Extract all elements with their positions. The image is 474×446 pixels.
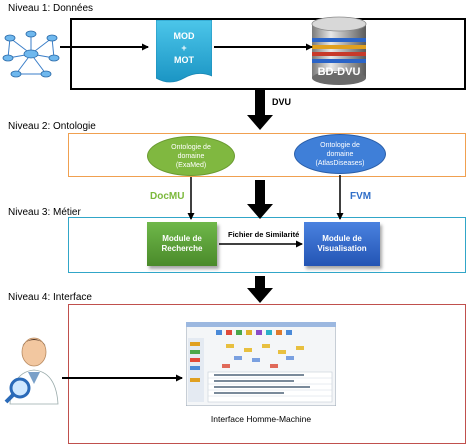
similarity-file-label: Fichier de Similarité	[228, 230, 300, 239]
docmu-label: DocMU	[150, 191, 185, 202]
search-module	[147, 222, 217, 266]
onto-left-line1: Ontologie de	[171, 143, 211, 151]
level-3-frame	[68, 217, 466, 273]
database-label: BD-DVU	[317, 66, 361, 78]
ontology-right: Ontologie de domaine (AtlasDiseases)	[294, 134, 386, 174]
document-text: MOD + MOT	[156, 30, 212, 66]
onto-right-line3: (AtlasDiseases)	[315, 159, 365, 167]
mod-mot-document	[156, 20, 212, 83]
level-3-label: Niveau 3: Métier	[8, 207, 81, 218]
arrow-level3-to-level4	[247, 276, 273, 303]
onto-right-line1: Ontologie de	[320, 141, 360, 149]
level-4-label: Niveau 4: Interface	[8, 292, 92, 303]
fvm-label: FVM	[350, 191, 372, 202]
level-4-frame	[68, 304, 466, 444]
onto-left-line2: domaine	[177, 152, 205, 160]
database-icon	[311, 16, 367, 85]
search-module-line2: Recherche	[161, 244, 203, 253]
network-icon	[2, 30, 60, 78]
level-1-frame	[70, 18, 466, 90]
hmi-caption: Interface Homme-Machine	[210, 414, 312, 424]
vis-module-line2: Visualisation	[317, 244, 367, 253]
level-1-label: Niveau 1: Données	[8, 3, 94, 14]
visualisation-module	[304, 222, 380, 266]
dvu-label: DVU	[272, 97, 292, 107]
level-2-frame	[68, 133, 466, 177]
search-module-line1: Module de	[162, 234, 202, 243]
onto-right-line2: domaine	[326, 150, 354, 158]
level-2-label: Niveau 2: Ontologie	[8, 121, 96, 132]
doctor-user-icon	[4, 337, 59, 405]
hmi-screenshot	[186, 322, 336, 406]
arrow-level1-to-level2	[247, 89, 273, 130]
visualisation-module-text: Module de Visualisation	[304, 234, 380, 254]
arrow-level2-to-level3	[247, 180, 273, 219]
doc-line-mot: MOT	[174, 55, 194, 65]
doc-line-mod: MOD	[173, 31, 195, 41]
ontology-left: Ontologie de domaine (ExaMed)	[147, 136, 235, 176]
onto-left-line3: (ExaMed)	[175, 161, 207, 169]
search-module-text: Module de Recherche	[147, 234, 217, 254]
doc-line-plus: +	[181, 43, 187, 53]
vis-module-line1: Module de	[322, 234, 362, 243]
